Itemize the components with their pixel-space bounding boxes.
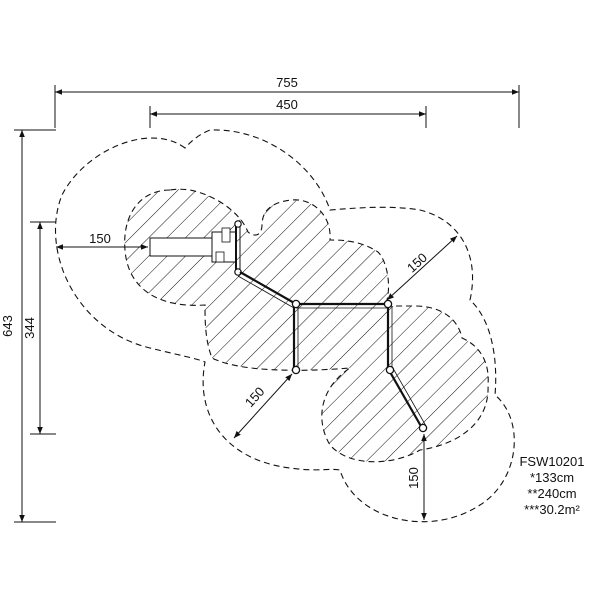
platform-equipment <box>149 220 242 276</box>
impact-area-hatched <box>124 188 489 463</box>
clearance-upper-right-line <box>386 235 458 301</box>
fall-height: *133cm <box>529 470 575 485</box>
product-code: FSW10201 <box>519 454 585 469</box>
dimension-label-inner-width: 450 <box>276 97 298 112</box>
dimension-inner-height <box>30 221 56 435</box>
free-height: **240cm <box>527 486 577 501</box>
clearance-left-label: 150 <box>89 231 111 246</box>
clearance-lower-left-label: 150 <box>242 384 268 410</box>
clearance-lower-left-line <box>233 373 293 439</box>
clearance-upper-right-label: 150 <box>404 250 430 276</box>
frame-beams <box>237 271 427 429</box>
safety-area: ***30.2m² <box>524 502 580 517</box>
dimension-label-inner-height: 344 <box>22 317 37 339</box>
dimension-label-overall-height: 643 <box>0 315 15 337</box>
dimension-inner-width <box>149 106 427 128</box>
frame-joints <box>291 299 428 433</box>
spec-block: FSW10201 *133cm **240cm ***30.2m² <box>508 454 596 518</box>
dimension-label-overall-width: 755 <box>276 75 298 90</box>
dimension-overall-height <box>14 129 56 523</box>
outer-safety-zone <box>54 129 515 523</box>
clearance-bottom-label: 150 <box>406 467 421 489</box>
dimension-overall-width <box>54 85 520 128</box>
